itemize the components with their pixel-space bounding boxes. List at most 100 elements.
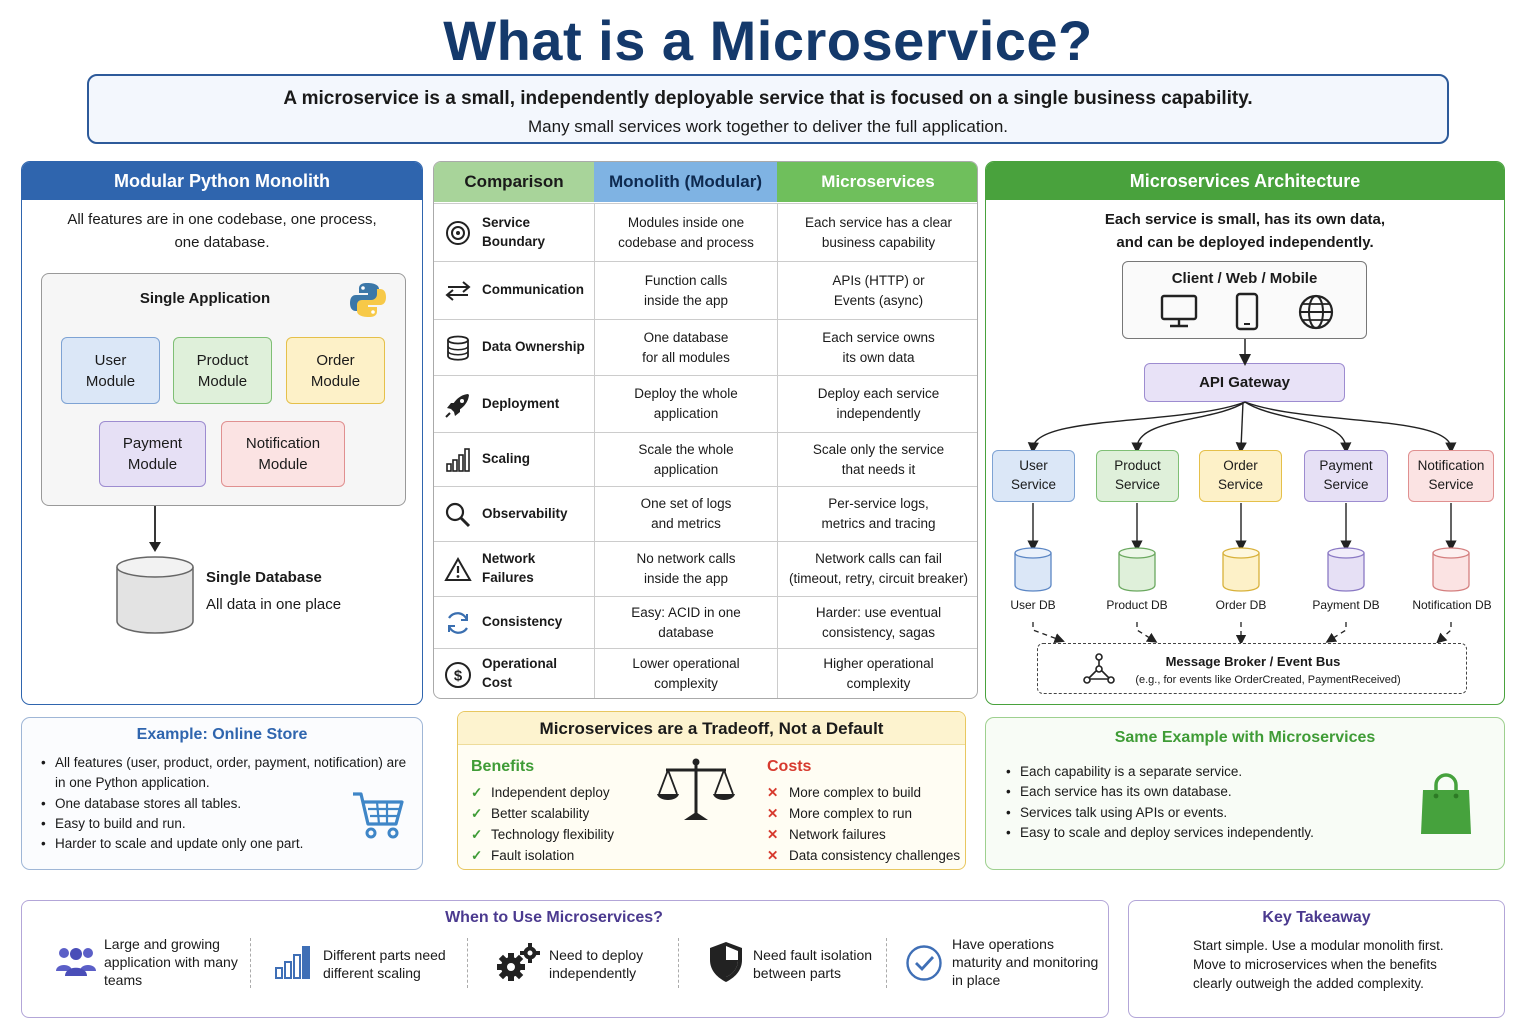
benefit-item: ✓Technology flexibility — [471, 824, 614, 845]
example-store-title: Example: Online Store — [136, 726, 308, 743]
cost-item: ✕More complex to run — [767, 803, 960, 824]
cost-item: ✕More complex to build — [767, 782, 960, 803]
cost-item: ✕Data consistency challenges — [767, 845, 960, 866]
when-item-scaling: Different parts need different scaling — [323, 947, 446, 982]
notification-db-label: Notification DB — [1412, 598, 1492, 612]
example-store-panel: Example: Online Store All features (user… — [21, 717, 423, 870]
benefit-item: ✓Independent deploy — [471, 782, 614, 803]
when-item-maturity: Have operations maturity and monitoring … — [952, 936, 1099, 989]
order-db-icon — [1222, 547, 1260, 592]
check-icon: ✓ — [471, 848, 483, 863]
list-item: Each service has its own database. — [1004, 782, 1404, 803]
single-database-icon — [116, 556, 194, 634]
list-item: All features (user, product, order, paym… — [39, 753, 409, 794]
dollar-icon: $ — [445, 662, 471, 688]
costs-title: Costs — [767, 758, 812, 775]
shopping-cart-icon — [353, 792, 404, 839]
x-icon: ✕ — [767, 806, 779, 821]
architecture-connectors — [1027, 339, 1457, 646]
shopping-bag-icon — [1421, 773, 1471, 834]
monolith-description: All features are in one codebase, one pr… — [67, 211, 377, 252]
check-circle-icon — [906, 945, 942, 981]
when-item-teams: Large and growing application with many … — [104, 936, 238, 989]
divider — [886, 938, 887, 988]
monitor-icon — [1160, 294, 1198, 328]
notification-db-icon — [1432, 547, 1470, 592]
single-application-title: Single Application — [139, 290, 271, 307]
list-item: One database stores all tables. — [39, 794, 409, 815]
same-example-list: Each capability is a separate service. E… — [1004, 762, 1404, 843]
list-item: Services talk using APIs or events. — [1004, 803, 1404, 824]
payment-db-label: Payment DB — [1312, 598, 1380, 612]
architecture-panel: Microservices Architecture Each service … — [985, 161, 1505, 705]
warning-icon — [444, 556, 472, 581]
x-icon: ✕ — [767, 848, 779, 863]
when-item-isolation: Need fault isolation between parts — [753, 947, 873, 982]
gears-icon — [497, 943, 540, 981]
definition-sub: Many small services work together to del… — [528, 117, 1008, 136]
microservices-column-header: Microservices — [777, 162, 977, 202]
costs-list: ✕More complex to build✕More complex to r… — [767, 782, 960, 866]
arrows-icon — [445, 281, 471, 301]
microservices-cell: Per-service logs,metrics and tracing — [777, 487, 977, 541]
cost-item: ✕Network failures — [767, 824, 960, 845]
target-icon — [446, 221, 470, 245]
message-broker: Message Broker / Event Bus (e.g., for ev… — [1037, 643, 1467, 694]
broker-title: Message Broker / Event Bus — [1165, 654, 1341, 669]
row-label: Consistency — [482, 614, 563, 630]
microservices-cell: Network calls can fail(timeout, retry, c… — [777, 542, 977, 596]
check-icon: ✓ — [471, 806, 483, 821]
comparison-table: Comparison Monolith (Modular) Microservi… — [433, 161, 978, 699]
benefits-list: ✓Independent deploy✓Better scalability✓T… — [471, 782, 614, 866]
rocket-icon — [445, 394, 469, 418]
divider — [678, 938, 679, 988]
smartphone-icon — [1235, 292, 1259, 331]
python-logo-icon — [350, 283, 386, 317]
example-store-list: All features (user, product, order, paym… — [39, 753, 409, 855]
user-db-icon — [1014, 547, 1052, 592]
when-item-deploy: Need to deploy independently — [549, 947, 644, 982]
page-title: What is a Microservice? — [443, 9, 1093, 72]
product-db-label: Product DB — [1106, 598, 1168, 612]
magnifier-icon — [445, 502, 471, 528]
when-panel — [21, 900, 1109, 1018]
database-icon — [447, 335, 469, 361]
row-label: Scaling — [482, 451, 531, 467]
x-icon: ✕ — [767, 785, 779, 800]
people-icon — [56, 948, 96, 976]
definition-box: A microservice is a small, independently… — [87, 74, 1449, 144]
same-example-title: Same Example with Microservices — [1114, 729, 1376, 746]
shield-icon — [710, 942, 742, 982]
benefit-item: ✓Better scalability — [471, 803, 614, 824]
architecture-header: Microservices Architecture — [986, 162, 1504, 200]
row-label: Communication — [482, 282, 585, 298]
takeaway-panel: Key Takeaway Start simple. Use a modular… — [1128, 900, 1505, 1018]
svg-text:$: $ — [454, 668, 463, 685]
service-databases — [1014, 547, 1470, 592]
row-label: Deployment — [482, 395, 560, 411]
list-item: Easy to build and run. — [39, 814, 409, 835]
